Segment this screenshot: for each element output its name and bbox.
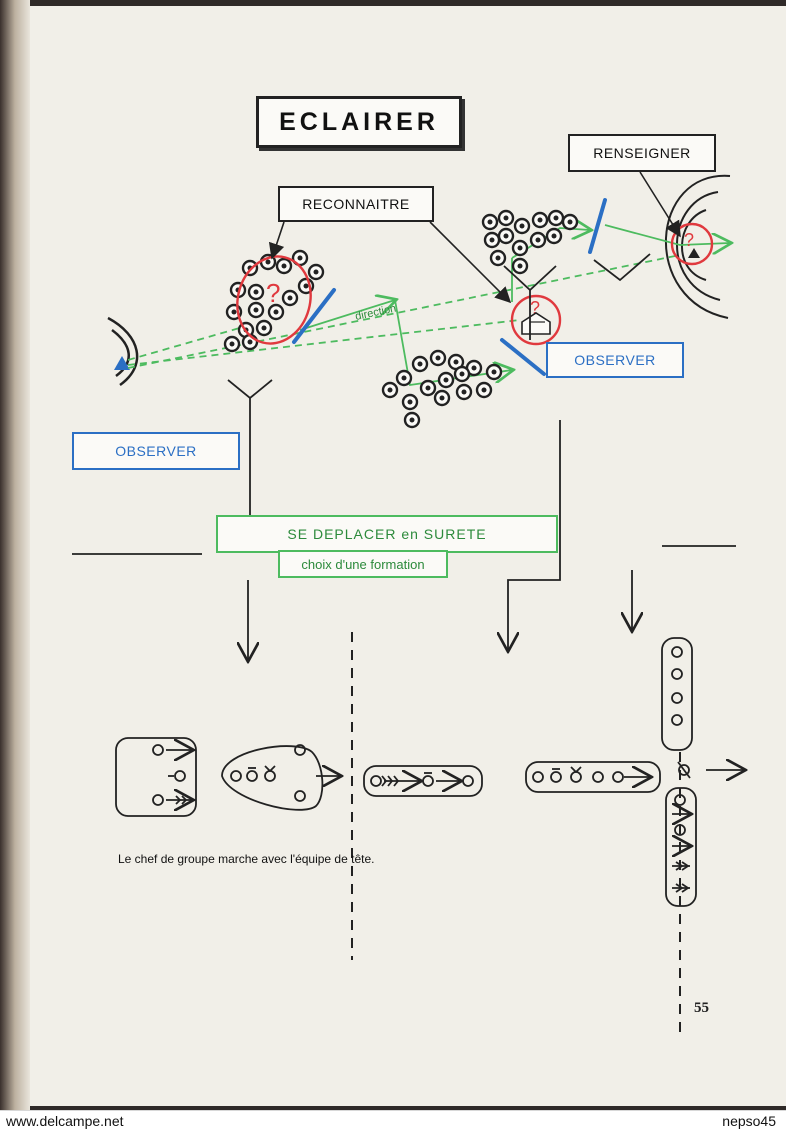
terrain-contour-right (665, 174, 731, 319)
formation-column (363, 765, 483, 797)
axis-lines (351, 632, 681, 1040)
road-junctions (227, 253, 651, 515)
formation-line (525, 761, 661, 793)
terrain-contour-left (107, 316, 139, 387)
book-spine (0, 0, 30, 1110)
observation-bars (292, 198, 607, 376)
label-observer-right: OBSERVER (546, 342, 684, 378)
formation-square (115, 737, 197, 817)
direction-label: direction (354, 303, 397, 323)
woods-bottom (381, 349, 503, 429)
woods-top-right (481, 209, 579, 275)
observer-left-icon (114, 356, 130, 370)
formation-vertical (661, 637, 744, 907)
label-renseigner: RENSEIGNER (568, 134, 716, 172)
main-road (72, 545, 736, 555)
suspect-zone-hill: ? (670, 222, 714, 266)
suspect-zone-woods: ? (236, 255, 312, 345)
section-title: ECLAIRER (256, 96, 462, 148)
page-number: 55 (694, 1000, 709, 1016)
label-se-deplacer: SE DEPLACER en SURETE (216, 515, 558, 553)
observation-lines (127, 254, 681, 369)
watermark-left: www.delcampe.net (6, 1113, 124, 1129)
formation-wedge (221, 744, 340, 811)
label-choix-formation: choix d'une formation (278, 550, 448, 578)
movement-arrows (248, 420, 632, 660)
suspect-zone-house: ? (510, 294, 562, 346)
figure-caption: Le chef de groupe marche avec l'équipe d… (118, 852, 375, 866)
label-observer-left: OBSERVER (72, 432, 240, 470)
label-arrows (268, 171, 681, 304)
watermark-right: nepso45 (722, 1113, 776, 1129)
watermark-bar: www.delcampe.net nepso45 (0, 1110, 786, 1131)
svg-text:?: ? (530, 298, 540, 318)
svg-text:?: ? (684, 230, 694, 250)
svg-text:?: ? (266, 278, 280, 308)
label-reconnaitre: RECONNAITRE (278, 186, 434, 222)
